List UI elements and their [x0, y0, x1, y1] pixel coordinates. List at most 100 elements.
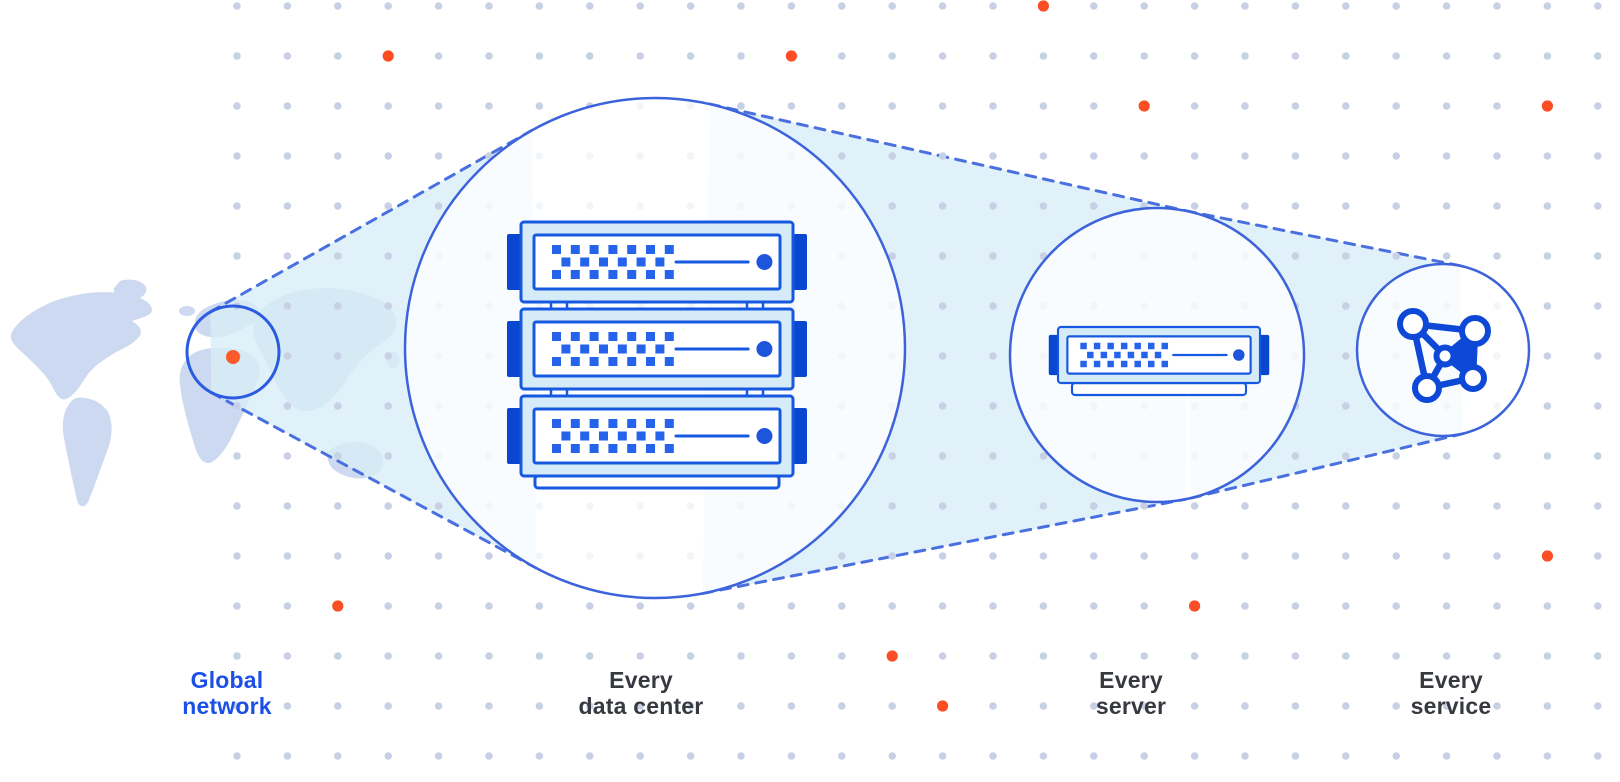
grid-dot [283, 752, 292, 760]
grid-dot [989, 602, 997, 610]
matrix-square [1080, 342, 1087, 350]
grid-dot [888, 152, 896, 160]
grid-dot [233, 252, 241, 260]
grid-dot [1543, 252, 1552, 260]
grid-dot [838, 602, 846, 610]
grid-dot [1442, 552, 1451, 560]
grid-dot [787, 752, 796, 760]
grid-dot [1190, 2, 1199, 10]
grid-dot [938, 302, 947, 310]
status-led [756, 428, 773, 444]
matrix-square [552, 419, 561, 428]
led-matrix [552, 419, 674, 453]
grid-dot [1241, 102, 1249, 110]
orange-dot [1138, 100, 1150, 112]
grid-dot [686, 602, 695, 610]
grid-dot [1442, 52, 1451, 60]
grid-dot [1090, 52, 1098, 60]
grid-dot [1543, 152, 1552, 160]
matrix-square [1148, 342, 1155, 350]
grid-dot [1594, 702, 1602, 710]
matrix-square [608, 419, 618, 428]
grid-dot [434, 502, 443, 510]
grid-dot [1241, 652, 1249, 660]
grid-dot [1140, 702, 1148, 710]
grid-dot [888, 52, 896, 60]
matrix-square [599, 431, 608, 441]
grid-dot [233, 202, 241, 210]
grid-dot [938, 152, 947, 160]
grid-dot [1291, 152, 1300, 160]
grid-dot [233, 152, 241, 160]
grid-dot [989, 352, 997, 360]
grid-dot [233, 752, 241, 760]
grid-dot [334, 452, 342, 460]
matrix-square [646, 357, 655, 366]
matrix-square [608, 444, 618, 453]
grid-dot [1190, 502, 1199, 510]
grid-dot [1543, 52, 1552, 60]
grid-dot [1291, 102, 1300, 110]
grid-dot [283, 402, 292, 410]
matrix-square [655, 257, 665, 267]
grid-dot [1442, 702, 1451, 710]
grid-dot [1190, 202, 1199, 210]
matrix-square [627, 357, 637, 366]
grid-dot [1291, 702, 1300, 710]
grid-dot [485, 2, 493, 10]
grid-dot [1442, 2, 1451, 10]
grid-dot [1543, 402, 1552, 410]
grid-dot [938, 102, 947, 110]
matrix-square [599, 344, 608, 354]
matrix-square [655, 431, 665, 441]
grid-dot [1493, 502, 1501, 510]
grid-dot [1090, 202, 1098, 210]
grid-dot [1594, 602, 1602, 610]
grid-dot [1392, 502, 1400, 510]
grid-dot [1291, 552, 1300, 560]
grid-dot [434, 52, 443, 60]
grid-dot [334, 202, 342, 210]
matrix-square [627, 270, 637, 279]
grid-dot [283, 552, 292, 560]
grid-dot [1442, 502, 1451, 510]
grid-dot [334, 502, 342, 510]
grid-dot [989, 452, 997, 460]
grid-dot [334, 302, 342, 310]
matrix-square [570, 444, 580, 453]
grid-dot [384, 452, 393, 460]
grid-dot [888, 252, 896, 260]
grid-dot [1039, 552, 1048, 560]
grid-dot [283, 52, 292, 60]
grid-dot [334, 402, 342, 410]
grid-dot [686, 752, 695, 760]
grid-dot [384, 352, 393, 360]
grid-dot [1342, 602, 1350, 610]
grid-dot [1342, 702, 1350, 710]
global-network-circle [185, 304, 281, 400]
grid-dot [737, 52, 745, 60]
grid-dot [989, 52, 997, 60]
grid-dot [1594, 552, 1602, 560]
grid-dot [1392, 2, 1400, 10]
grid-dot [1442, 652, 1451, 660]
grid-dot [1543, 302, 1552, 310]
grid-dot [1291, 602, 1300, 610]
grid-dot [1241, 502, 1249, 510]
grid-dot [989, 752, 997, 760]
matrix-square [1080, 360, 1087, 368]
grid-dot [636, 52, 644, 60]
grid-dot [434, 652, 443, 660]
grid-dot [1342, 102, 1350, 110]
map-continent-north-america [10, 292, 153, 400]
map-location-marker [226, 350, 240, 364]
status-led [1233, 349, 1245, 361]
matrix-square [1148, 360, 1155, 368]
server-unit [1048, 325, 1270, 385]
grid-dot [1190, 52, 1199, 60]
grid-dot [485, 52, 493, 60]
grid-dot [586, 652, 594, 660]
grid-dot [233, 402, 241, 410]
map-island-uk [179, 306, 195, 316]
matrix-square [627, 419, 637, 428]
